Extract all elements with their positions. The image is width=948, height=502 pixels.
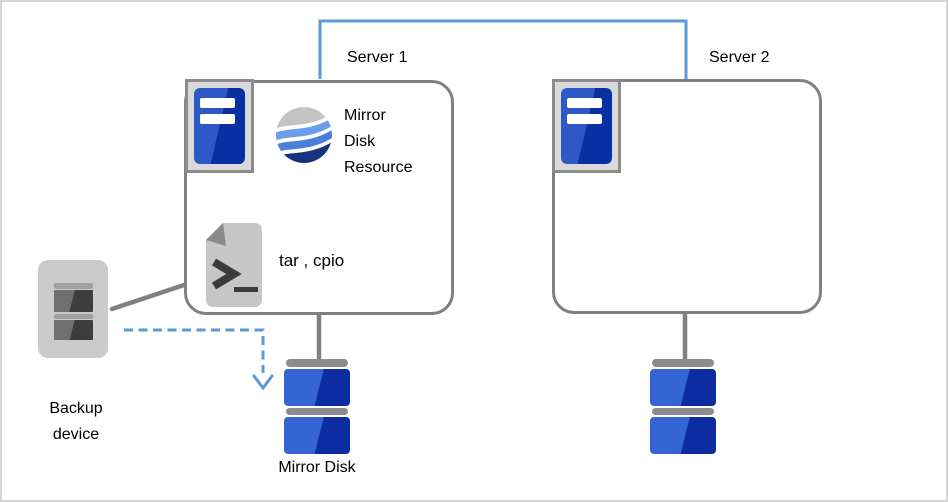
server2-label: Server 2 <box>709 49 770 66</box>
disk-bar <box>652 408 714 415</box>
disk-bar <box>652 359 714 367</box>
disk-block <box>650 417 716 454</box>
server2-icon-frame <box>552 79 621 173</box>
server1-label: Server 1 <box>347 49 408 66</box>
backup-slot-bar <box>54 283 93 289</box>
mirror-disk-resource-icon <box>276 107 332 163</box>
server-icon <box>561 88 612 164</box>
server-icon-bar <box>567 114 602 124</box>
backup-slot-bar <box>54 314 93 319</box>
backup-to-server-line <box>109 282 187 312</box>
server-icon-bar <box>200 98 235 108</box>
backup-to-disk-dashed-line <box>124 328 265 373</box>
server-icon-bar <box>567 98 602 108</box>
disk-block <box>650 369 716 406</box>
backup-cartridge <box>54 290 93 312</box>
arrow-down-icon <box>252 374 274 391</box>
server-icon-bar <box>200 114 235 124</box>
server-icon <box>194 88 245 164</box>
disk-block <box>284 369 350 406</box>
backup-device-label: Backup device <box>49 400 103 443</box>
disk-bar <box>286 359 348 367</box>
mirror-disk-label: Mirror Disk <box>278 459 356 476</box>
tar-cpio-label: tar , cpio <box>279 251 345 270</box>
server2-box <box>552 79 822 314</box>
server1-icon-frame <box>185 79 254 173</box>
disk-bar <box>286 408 348 415</box>
disk-block <box>284 417 350 454</box>
backup-cartridge <box>54 320 93 340</box>
shell-script-icon <box>206 223 262 307</box>
mirror-disk-resource-label: Mirror Disk Resource <box>344 107 413 176</box>
backup-device-icon <box>38 260 108 358</box>
